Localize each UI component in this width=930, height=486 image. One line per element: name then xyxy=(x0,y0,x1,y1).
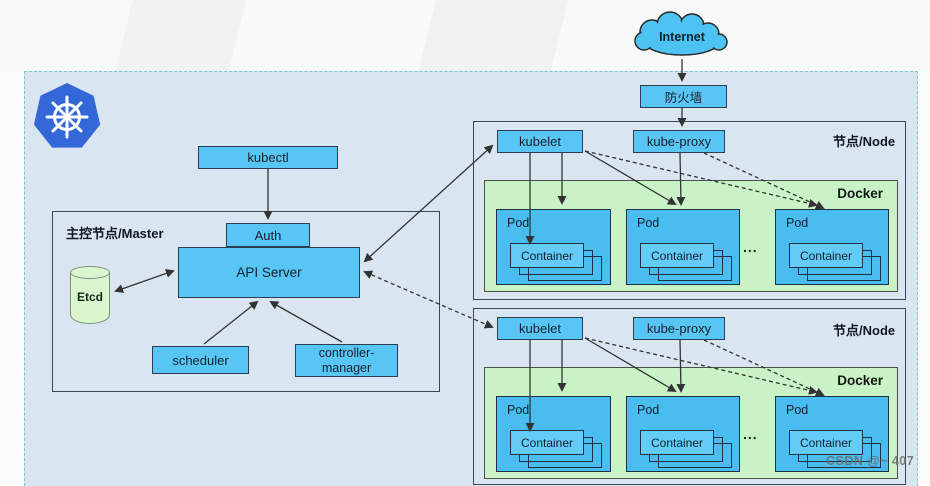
node1-docker-label: Docker xyxy=(837,186,883,201)
watermark: CSDN @~ 407 xyxy=(826,454,915,468)
pods-ellipsis: ... xyxy=(743,426,758,442)
auth-box: Auth xyxy=(226,223,310,247)
node2-pod2: Pod Container xyxy=(626,396,740,472)
node1-kubelet-box: kubelet xyxy=(497,130,583,153)
container-box: Container xyxy=(510,243,584,268)
helm-wheel-icon xyxy=(45,95,89,139)
node2-docker-area: Docker Pod Container Pod Container ... P… xyxy=(484,367,898,479)
container-stack: Container xyxy=(789,430,881,470)
pods-ellipsis: ... xyxy=(743,239,758,255)
node2-title: 节点/Node xyxy=(833,323,896,338)
node1-pod1: Pod Container xyxy=(496,209,611,285)
top-background-band xyxy=(0,0,930,71)
container-stack: Container xyxy=(510,430,602,470)
internet-cloud: Internet xyxy=(630,10,734,66)
container-box: Container xyxy=(640,430,714,455)
node2-pod1: Pod Container xyxy=(496,396,611,472)
node1-kube-proxy-box: kube-proxy xyxy=(633,130,725,153)
container-stack: Container xyxy=(640,243,732,283)
pod-label: Pod xyxy=(637,403,660,417)
node1-docker-area: Docker Pod Container Pod Container ... P… xyxy=(484,180,898,292)
node1-pod2: Pod Container xyxy=(626,209,740,285)
pod-label: Pod xyxy=(507,403,530,417)
controller-manager-box: controller-manager xyxy=(295,344,398,377)
cloud-icon xyxy=(634,11,728,56)
api-server-box: API Server xyxy=(178,247,360,298)
pod-label: Pod xyxy=(786,216,809,230)
kubernetes-logo xyxy=(33,83,101,148)
etcd-label: Etcd xyxy=(76,290,103,304)
node1-pod3: Pod Container xyxy=(775,209,889,285)
etcd-cylinder-body xyxy=(70,272,110,324)
pod-label: Pod xyxy=(637,216,660,230)
node2-pod3: Pod Container xyxy=(775,396,889,472)
container-stack: Container xyxy=(789,243,881,283)
container-box: Container xyxy=(510,430,584,455)
internet-label: Internet xyxy=(659,30,705,44)
container-stack: Container xyxy=(510,243,602,283)
etcd-database: Etcd xyxy=(70,266,110,324)
pod-label: Pod xyxy=(507,216,530,230)
node2-kubelet-box: kubelet xyxy=(497,317,583,340)
etcd-cylinder-top xyxy=(70,266,110,279)
firewall-box: 防火墙 xyxy=(640,85,727,108)
scheduler-box: scheduler xyxy=(152,346,249,374)
pod-label: Pod xyxy=(786,403,809,417)
node1-title: 节点/Node xyxy=(833,134,896,149)
container-box: Container xyxy=(789,430,863,455)
node2-docker-label: Docker xyxy=(837,373,883,388)
container-box: Container xyxy=(789,243,863,268)
kubectl-box: kubectl xyxy=(198,146,338,169)
node2-kube-proxy-box: kube-proxy xyxy=(633,317,725,340)
container-box: Container xyxy=(640,243,714,268)
master-title: 主控节点/Master xyxy=(66,226,164,241)
container-stack: Container xyxy=(640,430,732,470)
